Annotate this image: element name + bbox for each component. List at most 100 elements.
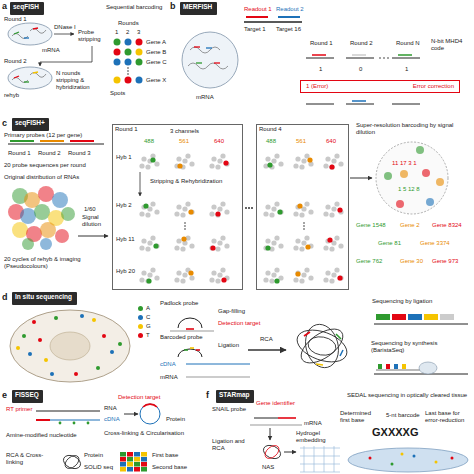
annotation-label: Round 1 xyxy=(310,40,333,47)
annotation-label: N rounds stripping & hybridization xyxy=(56,70,102,91)
panel-letter: b xyxy=(170,1,176,11)
annotation-label: Gene 2 xyxy=(400,222,420,229)
annotation-label: N-bit MHD4 code xyxy=(431,38,471,52)
annotation-label: Gene X xyxy=(146,77,166,84)
annotation-label: Gene A xyxy=(146,39,166,46)
box-title: FISSEQ xyxy=(15,391,40,399)
rca-product xyxy=(293,321,351,372)
annotation-label: 20 cycles of rehyb & imaging (Pseudocolo… xyxy=(4,256,108,270)
cell-illustration xyxy=(182,32,238,88)
annotation-label: Protein xyxy=(84,452,103,459)
annotation-label: Gene B xyxy=(146,49,166,56)
annotation-label: 3 xyxy=(137,29,140,36)
box-title: seqFISH xyxy=(13,3,41,11)
legend-row: T xyxy=(138,331,151,340)
annotation-label: Probe stripping xyxy=(78,29,108,43)
annotation-label: Hyb 20 xyxy=(116,268,135,275)
annotation-label: Detection target xyxy=(118,394,160,401)
annotation-label: Readout 1 xyxy=(244,6,272,13)
box-title: seqFISH+ xyxy=(15,119,46,127)
panel-title: seqFISH xyxy=(10,2,44,15)
annotation-label: 561 xyxy=(296,138,306,145)
panel-letter: c xyxy=(2,118,7,128)
annotation-label: Signal dilution xyxy=(82,214,110,228)
barcode-grid xyxy=(114,39,143,84)
annotation-label: Hydrogel embedding xyxy=(296,430,340,444)
annotation-label: NAS xyxy=(262,464,274,471)
legend-swatch xyxy=(138,333,143,338)
annotation-label: Primary probes (12 per gene) xyxy=(4,132,108,139)
panel-title: STARmap xyxy=(216,390,254,403)
legend-row: C xyxy=(138,313,151,322)
annotation-label: Ligation xyxy=(218,342,239,349)
annotation-label: Gene 1548 xyxy=(356,222,386,229)
annotation-label: Readout 2 xyxy=(276,6,304,13)
annotation-label: Second base xyxy=(152,464,187,471)
annotation-label: Gene 3374 xyxy=(420,240,450,247)
annotation-label: Round 2 xyxy=(350,40,373,47)
annotation-label: 3 channels xyxy=(170,128,199,135)
rna-distribution xyxy=(8,186,75,250)
box-title: STARmap xyxy=(219,391,251,399)
panel-title: In situ sequencing xyxy=(12,292,77,305)
legend-row: A xyxy=(138,304,151,313)
annotation-label: Amine-modified nucleotide xyxy=(6,432,90,439)
annotation-label: GXXXXG xyxy=(372,426,418,439)
annotation-label: Hyb 11 xyxy=(116,236,135,243)
annotation-label: 1 xyxy=(319,66,322,73)
annotation-label: 1 xyxy=(405,66,408,73)
annotation-label: 0 xyxy=(359,66,362,73)
annotation-label: Gene 30 xyxy=(400,258,423,265)
panel-title: FISSEQ xyxy=(12,390,43,403)
annotation-label: Gap-filling xyxy=(218,308,245,315)
annotation-label: Rounds xyxy=(118,20,139,27)
legend-text: T xyxy=(146,332,150,339)
panel-letter: f xyxy=(206,390,209,400)
box-note: Error correction xyxy=(413,83,454,90)
box-title: MERFISH xyxy=(183,3,214,11)
panel-title: MERFISH xyxy=(180,2,217,15)
annotation-label: SOLiD seq xyxy=(84,464,113,471)
annotation-label: Padlock probe xyxy=(160,300,198,307)
annotation-label: 20 probe sequences per round xyxy=(4,162,108,169)
hyb-images xyxy=(139,153,343,283)
annotation-label: 1/60 xyxy=(84,206,96,213)
panel-title: seqFISH+ xyxy=(12,118,49,131)
annotation-label: Protein xyxy=(166,416,185,423)
annotation-label: 488 xyxy=(144,138,154,145)
annotation-label: 2 xyxy=(126,29,129,36)
legend-swatch xyxy=(138,306,143,311)
annotation-label: Gene 762 xyxy=(356,258,382,265)
error-box: 1 (Error)Error correction xyxy=(300,80,460,93)
box-title: In situ sequencing xyxy=(15,293,74,301)
annotation-label: Stripping & Rehybridization xyxy=(150,178,238,185)
legend-swatch xyxy=(138,315,143,320)
annotation-label: Gene 81 xyxy=(378,240,401,247)
annotation-label: Gene identifier xyxy=(256,400,295,407)
annotation-label: 640 xyxy=(214,138,224,145)
annotation-label: Round 1 xyxy=(8,150,31,157)
annotation-label: Super-resolution barcoding by signal dil… xyxy=(356,122,470,136)
legend: ACGT xyxy=(138,304,151,340)
annotation-label: RNA xyxy=(104,405,117,412)
annotation-label: Cross-linking & Circularisation xyxy=(104,430,198,437)
annotation-label: Original distribution of RNAs xyxy=(4,174,108,181)
annotation-label: Last base for error-reduction xyxy=(425,410,471,424)
arrow xyxy=(350,178,372,179)
annotation-label: Gene 8324 xyxy=(432,222,462,229)
annotation-label: RCA xyxy=(260,336,273,343)
legend-text: C xyxy=(146,314,150,321)
annotation-label: rehyb xyxy=(4,92,19,99)
legend-swatch xyxy=(138,324,143,329)
annotation-label: Round 1 xyxy=(4,16,27,23)
legend-row: G xyxy=(138,322,151,331)
probe-schematic xyxy=(8,141,104,144)
panel-letter: e xyxy=(2,390,7,400)
annotation-label: Sequential barcoding xyxy=(106,4,168,11)
annotation-label: DNase I xyxy=(54,24,76,31)
annotation-label: Gene 973 xyxy=(432,258,458,265)
annotation-label: mRNA xyxy=(196,94,214,101)
annotation-label: 561 xyxy=(179,138,189,145)
annotation-label: 1 5 12 8 xyxy=(398,186,420,193)
annotation-label: mRNA xyxy=(160,374,178,381)
